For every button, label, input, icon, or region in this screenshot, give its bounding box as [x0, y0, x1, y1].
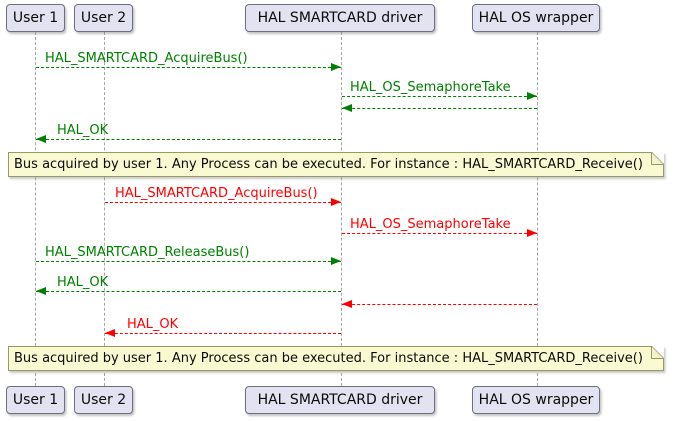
message-label: HAL_OS_SemaphoreTake: [350, 217, 511, 232]
message-acquirebus-user2: HAL_SMARTCARD_AcquireBus(): [105, 187, 341, 206]
message-semaphoretake-green: HAL_OS_SemaphoreTake: [342, 81, 537, 100]
message-label: HAL_OS_SemaphoreTake: [350, 80, 511, 95]
participant-top-hal-smartcard-driver: HAL SMARTCARD driver: [245, 4, 435, 32]
participant-label: HAL SMARTCARD driver: [257, 392, 423, 408]
participant-label: User 1: [12, 392, 59, 408]
message-halok-user2: HAL_OK: [105, 318, 341, 337]
message-label: HAL_OK: [127, 317, 179, 332]
arrowhead-right-icon: [527, 92, 537, 100]
message-label: HAL_SMARTCARD_AcquireBus(): [115, 186, 318, 201]
participant-bottom-hal-os-wrapper: HAL OS wrapper: [472, 386, 600, 414]
participant-label: HAL SMARTCARD driver: [257, 10, 423, 26]
message-label: HAL_OK: [57, 275, 109, 290]
message-return-red: [342, 300, 537, 308]
arrowhead-right-icon: [331, 63, 341, 71]
message-halok-user1-second: HAL_OK: [36, 276, 341, 295]
participant-label: User 2: [80, 10, 127, 26]
participant-bottom-user1: User 1: [6, 386, 65, 414]
participant-bottom-hal-smartcard-driver: HAL SMARTCARD driver: [245, 386, 435, 414]
message-halok-user1-first: HAL_OK: [36, 124, 341, 143]
arrowhead-left-icon: [36, 287, 46, 295]
participant-top-user2: User 2: [74, 4, 133, 32]
message-label: HAL_SMARTCARD_ReleaseBus(): [45, 245, 250, 260]
lifeline-hal-smartcard-driver: [341, 32, 342, 386]
note-fold-icon: [651, 346, 664, 359]
arrowhead-right-icon: [331, 257, 341, 265]
arrowhead-right-icon: [331, 198, 341, 206]
lifeline-user2: [104, 32, 105, 386]
note-text: Bus acquired by user 1. Any Process can …: [14, 157, 643, 172]
message-releasebus-user1: HAL_SMARTCARD_ReleaseBus(): [36, 246, 341, 265]
note-bus-acquired-1: Bus acquired by user 1. Any Process can …: [8, 152, 664, 177]
participant-bottom-user2: User 2: [74, 386, 133, 414]
message-semaphoretake-red: HAL_OS_SemaphoreTake: [342, 218, 537, 237]
participant-label: User 1: [12, 10, 59, 26]
participant-label: HAL OS wrapper: [478, 10, 594, 26]
note-fold-icon: [651, 152, 664, 165]
participant-top-user1: User 1: [6, 4, 65, 32]
arrowhead-left-icon: [342, 300, 352, 308]
message-return-green: [342, 104, 537, 112]
arrowhead-left-icon: [36, 135, 46, 143]
arrowhead-left-icon: [105, 329, 115, 337]
note-text: Bus acquired by user 1. Any Process can …: [14, 351, 643, 366]
message-acquirebus-user1: HAL_SMARTCARD_AcquireBus(): [36, 52, 341, 71]
participant-label: HAL OS wrapper: [478, 392, 594, 408]
participant-label: User 2: [80, 392, 127, 408]
arrowhead-right-icon: [527, 229, 537, 237]
lifeline-hal-os-wrapper: [537, 32, 538, 386]
lifeline-user1: [35, 32, 36, 386]
note-bus-acquired-2: Bus acquired by user 1. Any Process can …: [8, 346, 664, 371]
participant-top-hal-os-wrapper: HAL OS wrapper: [472, 4, 600, 32]
message-label: HAL_OK: [57, 123, 109, 138]
arrowhead-left-icon: [342, 104, 352, 112]
message-label: HAL_SMARTCARD_AcquireBus(): [45, 51, 248, 66]
